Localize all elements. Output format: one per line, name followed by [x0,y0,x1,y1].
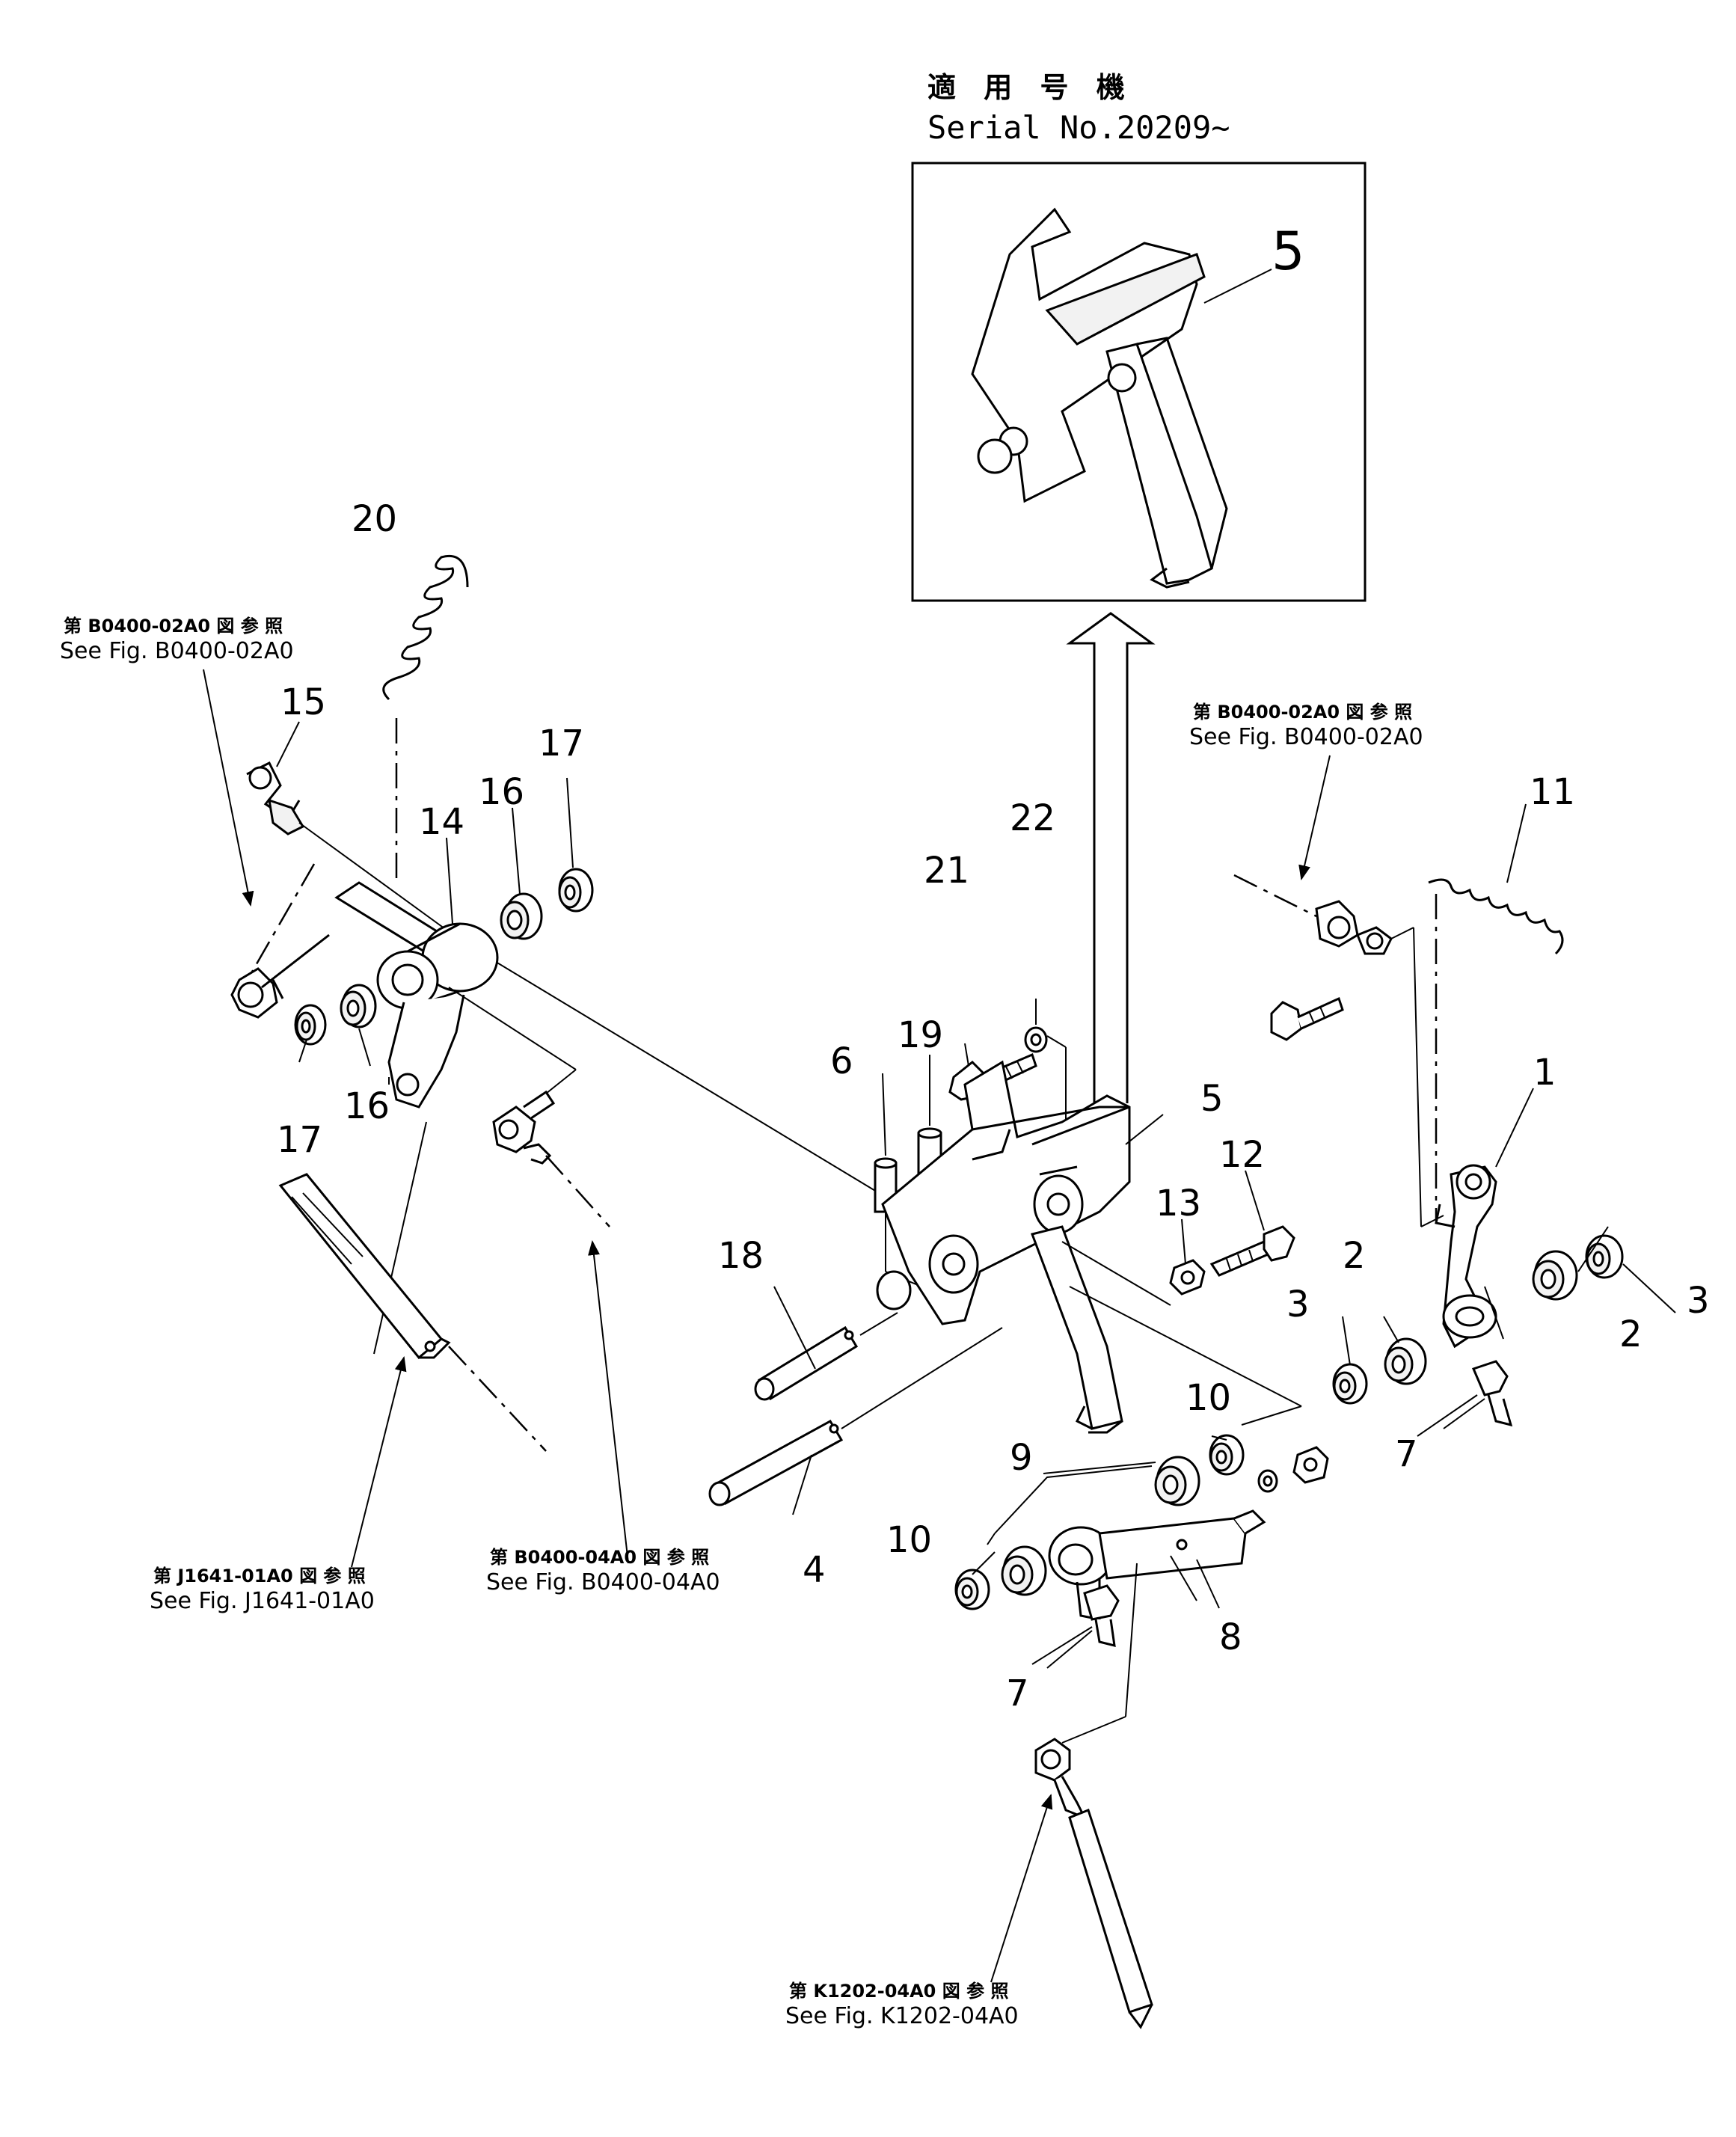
part-label-17-lower: 17 [277,1119,322,1161]
rod-b0400-04a0 [448,987,610,1227]
lever-1 [1435,1164,1497,1349]
part-label-9: 9 [1010,1437,1033,1479]
applicable-serial-jp: 適 用 号 機 [927,71,1134,104]
fitting-7-right [1471,1360,1513,1427]
part-label-2-right: 2 [1619,1313,1643,1355]
svg-text:See Fig. B0400-02A0: See Fig. B0400-02A0 [1189,724,1423,750]
bearing-2-center [1384,1337,1427,1385]
ref-k1202-04a0: 第 K1202-04A0 図 参 照 See Fig. K1202-04A0 [785,1981,1019,2029]
rod-end-right [1233,874,1393,1041]
bearing-17-lower [294,1004,327,1046]
svg-text:第 B0400-02A0 図 参 照: 第 B0400-02A0 図 参 照 [1193,702,1412,723]
svg-text:See Fig. J1641-01A0: See Fig. J1641-01A0 [150,1588,375,1614]
part-label-12: 12 [1219,1134,1265,1176]
bearing-2-right [1532,1250,1578,1301]
bearing-9-upper [1154,1456,1200,1506]
spring-20 [382,555,469,701]
ref-j1641-01a0: 第 J1641-01A0 図 参 照 See Fig. J1641-01A0 [150,1566,375,1614]
svg-text:第 B0400-02A0 図 参 照: 第 B0400-02A0 図 参 照 [64,616,283,637]
bearing-16-lower [340,984,377,1028]
part-label-10-upper: 10 [1186,1377,1231,1419]
nut-lower [1292,1446,1329,1484]
fitting-15 [246,761,305,836]
part-label-18: 18 [718,1235,764,1277]
part-label-7-right: 7 [1395,1433,1418,1475]
part-label-11: 11 [1530,771,1575,813]
bearing-9-lower [1001,1545,1047,1596]
bearing-10-upper [1209,1434,1245,1476]
part-label-16-upper: 16 [479,771,524,813]
svg-text:第 J1641-01A0 図 参 照: 第 J1641-01A0 図 参 照 [153,1566,366,1586]
svg-text:第 K1202-04A0 図 参 照: 第 K1202-04A0 図 参 照 [789,1981,1008,2002]
bearing-3-right [1585,1234,1624,1279]
part-label-14: 14 [419,801,464,843]
lever-8 [1048,1509,1266,1621]
lock-washer [1257,1469,1278,1493]
part-label-3-right: 3 [1687,1280,1710,1322]
spring-11 [1428,878,1564,955]
ref-b0400-04a0: 第 B0400-04A0 図 参 照 See Fig. B0400-04A0 [486,1547,720,1595]
part-label-21: 21 [924,850,969,892]
svg-text:See Fig. B0400-04A0: See Fig. B0400-04A0 [486,1569,720,1595]
part-label-5: 5 [1200,1078,1224,1120]
bearing-3-center [1332,1363,1368,1405]
ref-b0400-02a0-left: 第 B0400-02A0 図 参 照 See Fig. B0400-02A0 [60,616,294,664]
part-label-15: 15 [280,681,326,723]
part-label-20: 20 [352,498,397,540]
bearing-10-lower [954,1569,990,1610]
pin-18 [754,1325,859,1401]
ref-b0400-02a0-right: 第 B0400-02A0 図 参 照 See Fig. B0400-02A0 [1189,702,1423,750]
rod-j1641-01a0 [278,1173,547,1452]
rod-end-left [230,863,330,1019]
part-label-16-lower: 16 [344,1085,390,1127]
bracket-5 [876,1060,1131,1434]
part-label-6: 6 [830,1040,853,1082]
part-label-8: 8 [1219,1616,1242,1658]
part-label-3-center: 3 [1286,1284,1310,1325]
nut-13 [1169,1259,1206,1296]
serial-number: Serial No.20209~ [927,109,1230,146]
lever-14 [334,881,499,1109]
part-label-22: 22 [1010,797,1055,839]
part-label-1: 1 [1533,1052,1556,1094]
svg-text:See Fig. K1202-04A0: See Fig. K1202-04A0 [785,2003,1019,2029]
inset-part-5: 5 [1272,221,1305,282]
svg-text:第 B0400-04A0 図 参 照: 第 B0400-04A0 図 参 照 [490,1547,709,1568]
bearing-17-upper [558,868,594,913]
svg-text:See Fig. B0400-02A0: See Fig. B0400-02A0 [60,638,294,664]
fitting-7-lower [1083,1584,1120,1647]
part-label-4: 4 [803,1549,826,1591]
washer-22 [1024,1026,1048,1053]
bearing-16-upper [500,892,543,940]
shaft-4 [708,1419,844,1506]
upward-arrow [1066,612,1156,1103]
part-label-17-upper: 17 [539,723,584,764]
part-label-7-lower: 7 [1006,1672,1029,1714]
bolt-12 [1209,1225,1295,1277]
rod-k1202-04a0 [1034,1563,1153,2029]
part-label-13: 13 [1156,1183,1201,1224]
part-label-19: 19 [898,1014,943,1056]
inset-box [911,162,1367,602]
part-label-2-center: 2 [1343,1235,1366,1277]
part-label-10-lower: 10 [886,1519,932,1561]
